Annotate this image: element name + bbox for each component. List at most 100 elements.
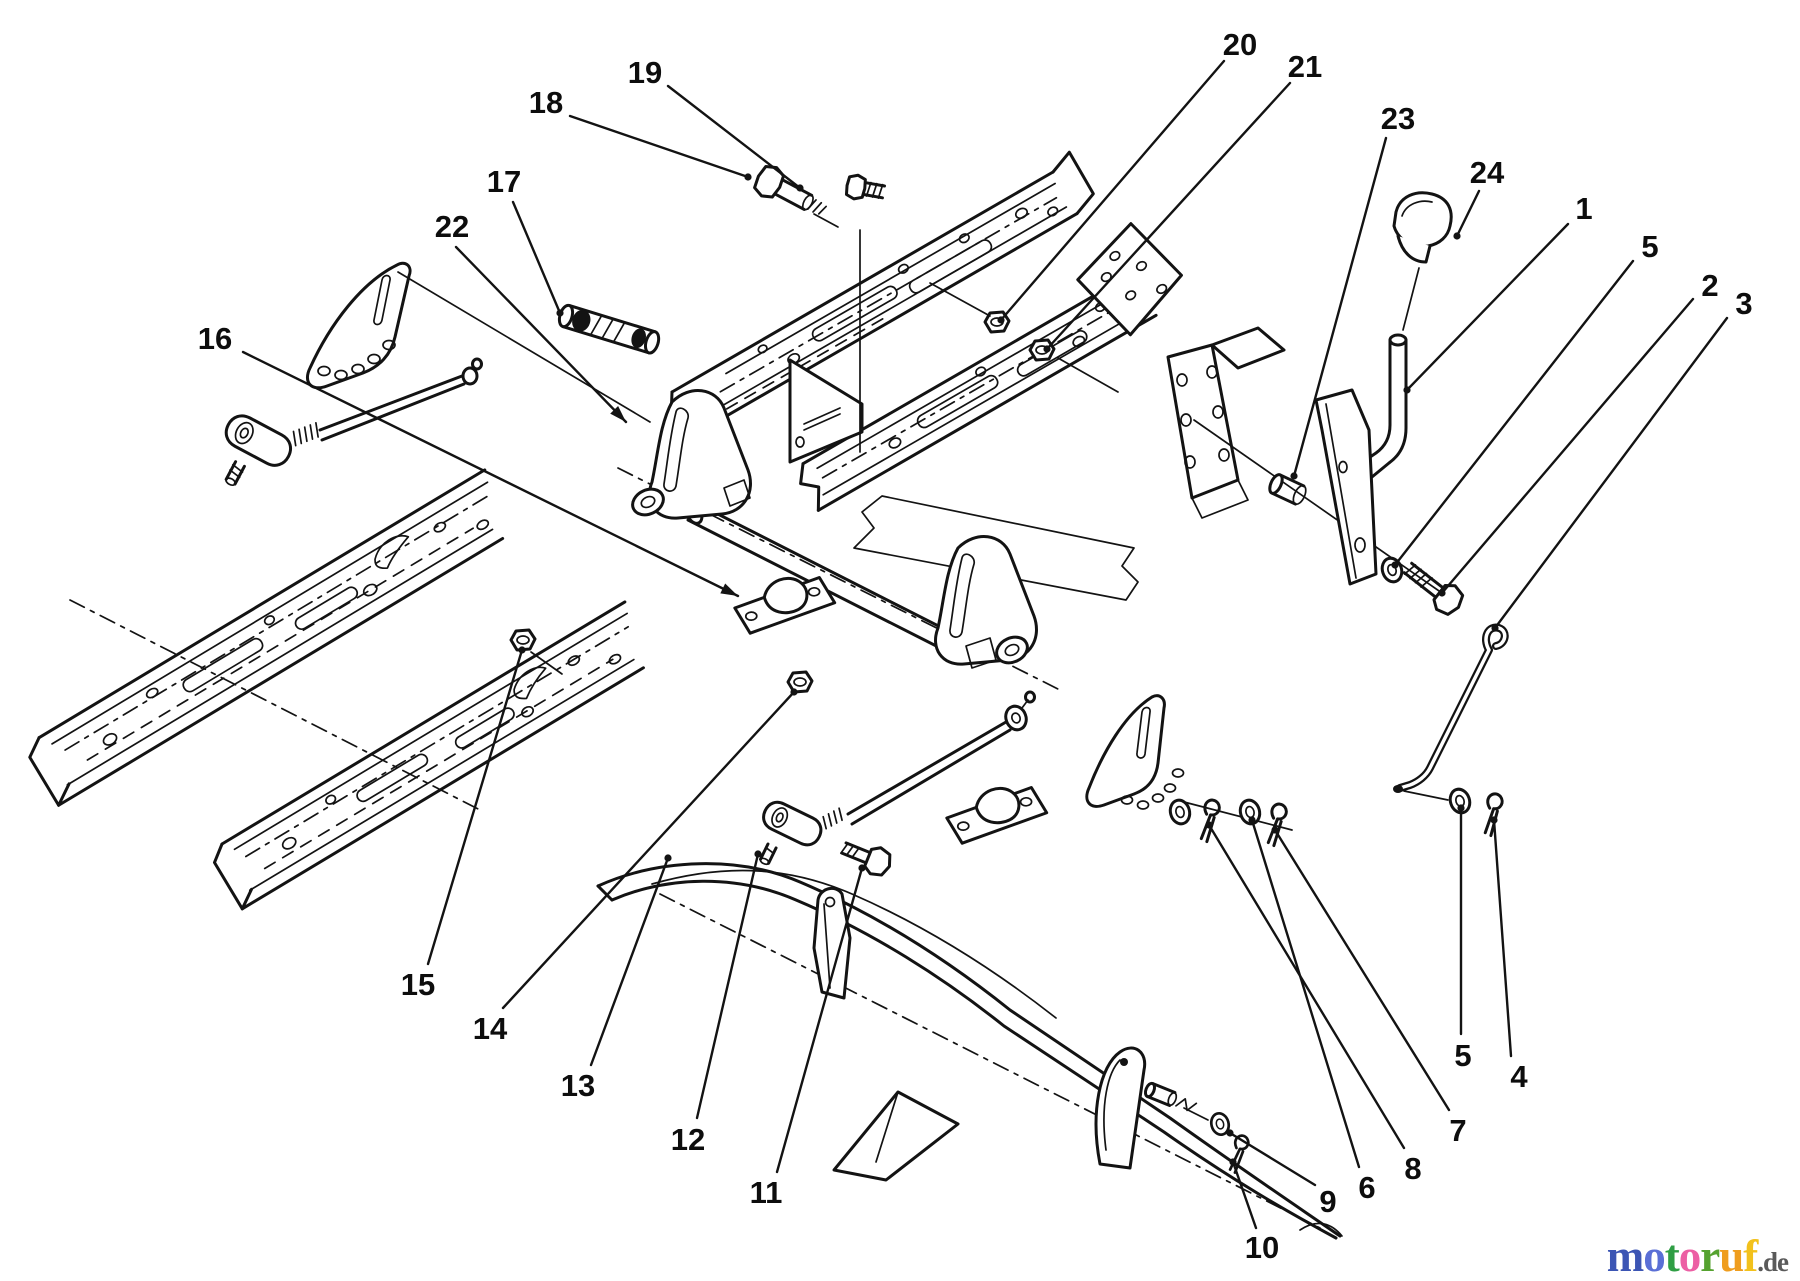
- callout-15-leader: [426, 648, 524, 966]
- flat-washer-5-upper: [1377, 554, 1407, 586]
- watermark-letter: m: [1606, 1231, 1644, 1281]
- callout-18-label: 18: [529, 85, 563, 120]
- center-axis-line: [69, 599, 481, 811]
- callout-19-label: 19: [628, 55, 662, 90]
- fin-bracket-left: [832, 1090, 960, 1182]
- callout-6-label: 6: [1358, 1170, 1375, 1205]
- flat-washer-6: [1166, 796, 1194, 828]
- callout-8-label: 8: [1404, 1151, 1421, 1186]
- callout-17-endpoint-dot: [556, 309, 564, 317]
- callout-3-endpoint-dot: [1491, 624, 1499, 632]
- sector-bracket-right: [1085, 694, 1185, 810]
- callout-3-leader: [1493, 316, 1729, 630]
- hanger-bracket: [812, 886, 852, 1000]
- watermark-letter: o: [1678, 1231, 1701, 1281]
- callout-18-endpoint-dot: [744, 173, 752, 181]
- watermark-letter: o: [1643, 1231, 1665, 1281]
- callout-2-endpoint-dot: [1438, 589, 1446, 597]
- callout-4-endpoint-dot: [1490, 816, 1498, 824]
- callout-12-leader: [695, 852, 760, 1120]
- fin-bracket-right: [1094, 1046, 1147, 1170]
- callout-18-leader: [568, 114, 750, 179]
- lift-shaft-assembly: [631, 389, 1038, 669]
- shoulder-bolt-18: [753, 164, 828, 215]
- cam-plate-right: [934, 535, 1038, 669]
- callout-14-label: 14: [473, 1011, 508, 1046]
- callout-11-label: 11: [750, 1175, 783, 1210]
- gusset-plate: [788, 358, 864, 464]
- callout-14-endpoint-dot: [790, 688, 798, 696]
- bolt18-tip-line: [813, 213, 839, 228]
- watermark-letter: u: [1719, 1231, 1744, 1281]
- callout-13-leader: [589, 856, 670, 1067]
- shift-lever: [1314, 333, 1408, 586]
- callout-24-label: 24: [1470, 155, 1505, 190]
- callout-21-leader: [1045, 81, 1292, 351]
- motoruf-watermark-link[interactable]: motoruf.de: [1606, 1231, 1789, 1281]
- pin-explode-axis: [1183, 1107, 1209, 1121]
- callout-20-label: 20: [1223, 27, 1257, 62]
- hex-bolt-11: [839, 841, 892, 877]
- callout-22-label: 22: [435, 209, 469, 244]
- spacer-bushing: [1268, 473, 1307, 506]
- callout-5-endpoint-dot: [1457, 804, 1465, 812]
- callout-11-endpoint-dot: [858, 864, 866, 872]
- callout-7-leader: [1273, 828, 1451, 1112]
- callout-9-label: 9: [1319, 1184, 1336, 1219]
- shift-knob: [1392, 191, 1453, 264]
- callout-10-endpoint-dot: [1229, 1158, 1237, 1166]
- callout-5-leader: [1393, 259, 1635, 567]
- callout-19-endpoint-dot: [796, 184, 804, 192]
- callout-6-endpoint-dot: [1248, 816, 1256, 824]
- callout-17-leader: [511, 200, 562, 315]
- callout-5-endpoint-dot: [1391, 561, 1399, 569]
- cotter-pin-4: [1481, 791, 1505, 838]
- callout-1-label: 1: [1575, 191, 1592, 226]
- callout-7-endpoint-dot: [1271, 826, 1279, 834]
- watermark-letter: t: [1664, 1231, 1680, 1281]
- frame-rail-left: [28, 468, 505, 807]
- rod3-explode-axis: [1403, 790, 1449, 801]
- callout-23-leader: [1292, 136, 1388, 478]
- callout-6-leader: [1250, 818, 1361, 1169]
- callout-13-endpoint-dot: [664, 854, 672, 862]
- frame-rail-bottom-left: [212, 600, 645, 911]
- callout-11-leader: [775, 866, 864, 1174]
- callout-2-leader: [1440, 297, 1695, 595]
- sector-bracket-left: [305, 261, 412, 390]
- nut21-axis: [1057, 357, 1119, 393]
- callout-9-endpoint-dot: [1226, 1129, 1234, 1137]
- callout-15-label: 15: [401, 967, 435, 1002]
- callout-10-label: 10: [1245, 1230, 1279, 1265]
- frame-rail-top: [669, 150, 1095, 440]
- callout-24-leader: [1455, 189, 1481, 238]
- link-rod-center: [759, 690, 1036, 866]
- callout-5-label: 5: [1454, 1038, 1471, 1073]
- callout-2-label: 2: [1701, 268, 1718, 303]
- lift-rod-3: [1393, 623, 1509, 793]
- clevis-pin: [1143, 1081, 1198, 1112]
- hex-nut-14: [786, 670, 814, 694]
- u-clamp-16: [731, 574, 838, 636]
- shift-lever-bracket: [1166, 326, 1286, 519]
- callout-9-leader: [1228, 1131, 1317, 1187]
- watermark-letter: r: [1700, 1231, 1720, 1281]
- callout-12-endpoint-dot: [754, 850, 762, 858]
- callout-19-leader: [666, 84, 802, 190]
- callout-4-leader: [1492, 818, 1513, 1058]
- nut15-axis: [530, 651, 563, 675]
- callout-4-label: 4: [1510, 1059, 1528, 1094]
- callout-3-label: 3: [1735, 286, 1752, 321]
- extension-spring-17: [557, 303, 661, 355]
- knob-stem-line: [1402, 267, 1420, 331]
- hex-bolt-2: [1402, 561, 1465, 616]
- cotter-pin-8: [1197, 797, 1223, 845]
- nut20-axis: [929, 282, 991, 317]
- callout-20-leader: [999, 59, 1226, 322]
- callout-22-leader: [454, 245, 628, 424]
- callout-10-leader: [1231, 1160, 1258, 1230]
- callout-23-label: 23: [1381, 101, 1415, 136]
